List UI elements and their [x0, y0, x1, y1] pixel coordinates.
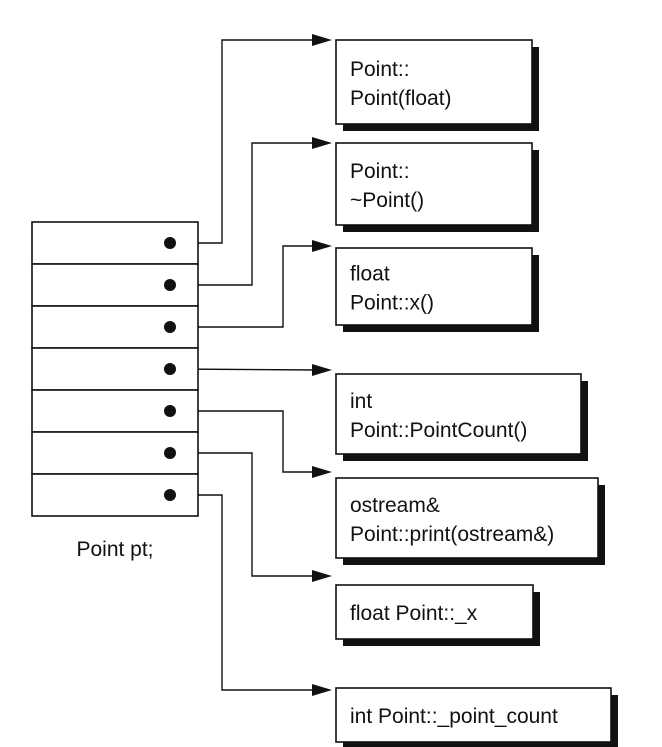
member-box-label: float [350, 263, 390, 286]
member-box-label: float Point::_x [350, 602, 478, 625]
pointer-connector [170, 410, 320, 473]
member-box-label: Point:: [350, 160, 410, 183]
member-box-frame [335, 39, 533, 125]
member-box: int Point::_point_count [335, 687, 618, 747]
member-box-frame [335, 373, 582, 455]
pointer-dot [164, 363, 176, 375]
member-box-label: Point::PointCount() [350, 419, 527, 442]
member-box-label: int [350, 390, 372, 413]
member-box: ostream&Point::print(ostream&) [335, 477, 605, 565]
member-box-label: Point(float) [350, 87, 452, 110]
pointer-connectors [169, 34, 332, 696]
pointer-dot [164, 279, 176, 291]
object-slots [31, 221, 199, 517]
member-box: Point::Point(float) [335, 39, 539, 131]
pointer-connector [170, 245, 320, 328]
pointer-dot [164, 447, 176, 459]
arrowhead [312, 137, 332, 149]
member-box: Point::~Point() [335, 142, 539, 232]
member-boxes: Point::Point(float)Point::~Point()floatP… [335, 39, 618, 747]
member-box-label: Point:: [350, 58, 410, 81]
member-box-label: Point::x() [350, 292, 434, 315]
pointer-connector [170, 39, 320, 244]
member-box-frame [335, 687, 612, 743]
pointer-connector [170, 452, 320, 577]
member-box-frame [335, 584, 534, 640]
arrowhead [312, 466, 332, 478]
member-box-label: int Point::_point_count [350, 705, 558, 728]
member-box-frame [335, 142, 533, 226]
pointer-connector [170, 142, 320, 286]
arrowhead [312, 364, 332, 376]
pointer-dot [164, 237, 176, 249]
member-box: float Point::_x [335, 584, 540, 646]
pointer-dot [164, 489, 176, 501]
pointer-dot [164, 321, 176, 333]
member-box-frame [335, 247, 533, 326]
member-box-label: ostream& [350, 494, 440, 517]
pointer-dot [164, 405, 176, 417]
member-box-label: Point::print(ostream&) [350, 523, 554, 546]
member-box-frame [335, 477, 599, 559]
object-caption: Point pt; [76, 538, 153, 561]
arrowhead [312, 684, 332, 696]
arrowhead [312, 34, 332, 46]
arrowhead [312, 240, 332, 252]
arrowhead [312, 570, 332, 582]
pointer-connector [170, 494, 320, 691]
member-box-label: ~Point() [350, 189, 424, 212]
